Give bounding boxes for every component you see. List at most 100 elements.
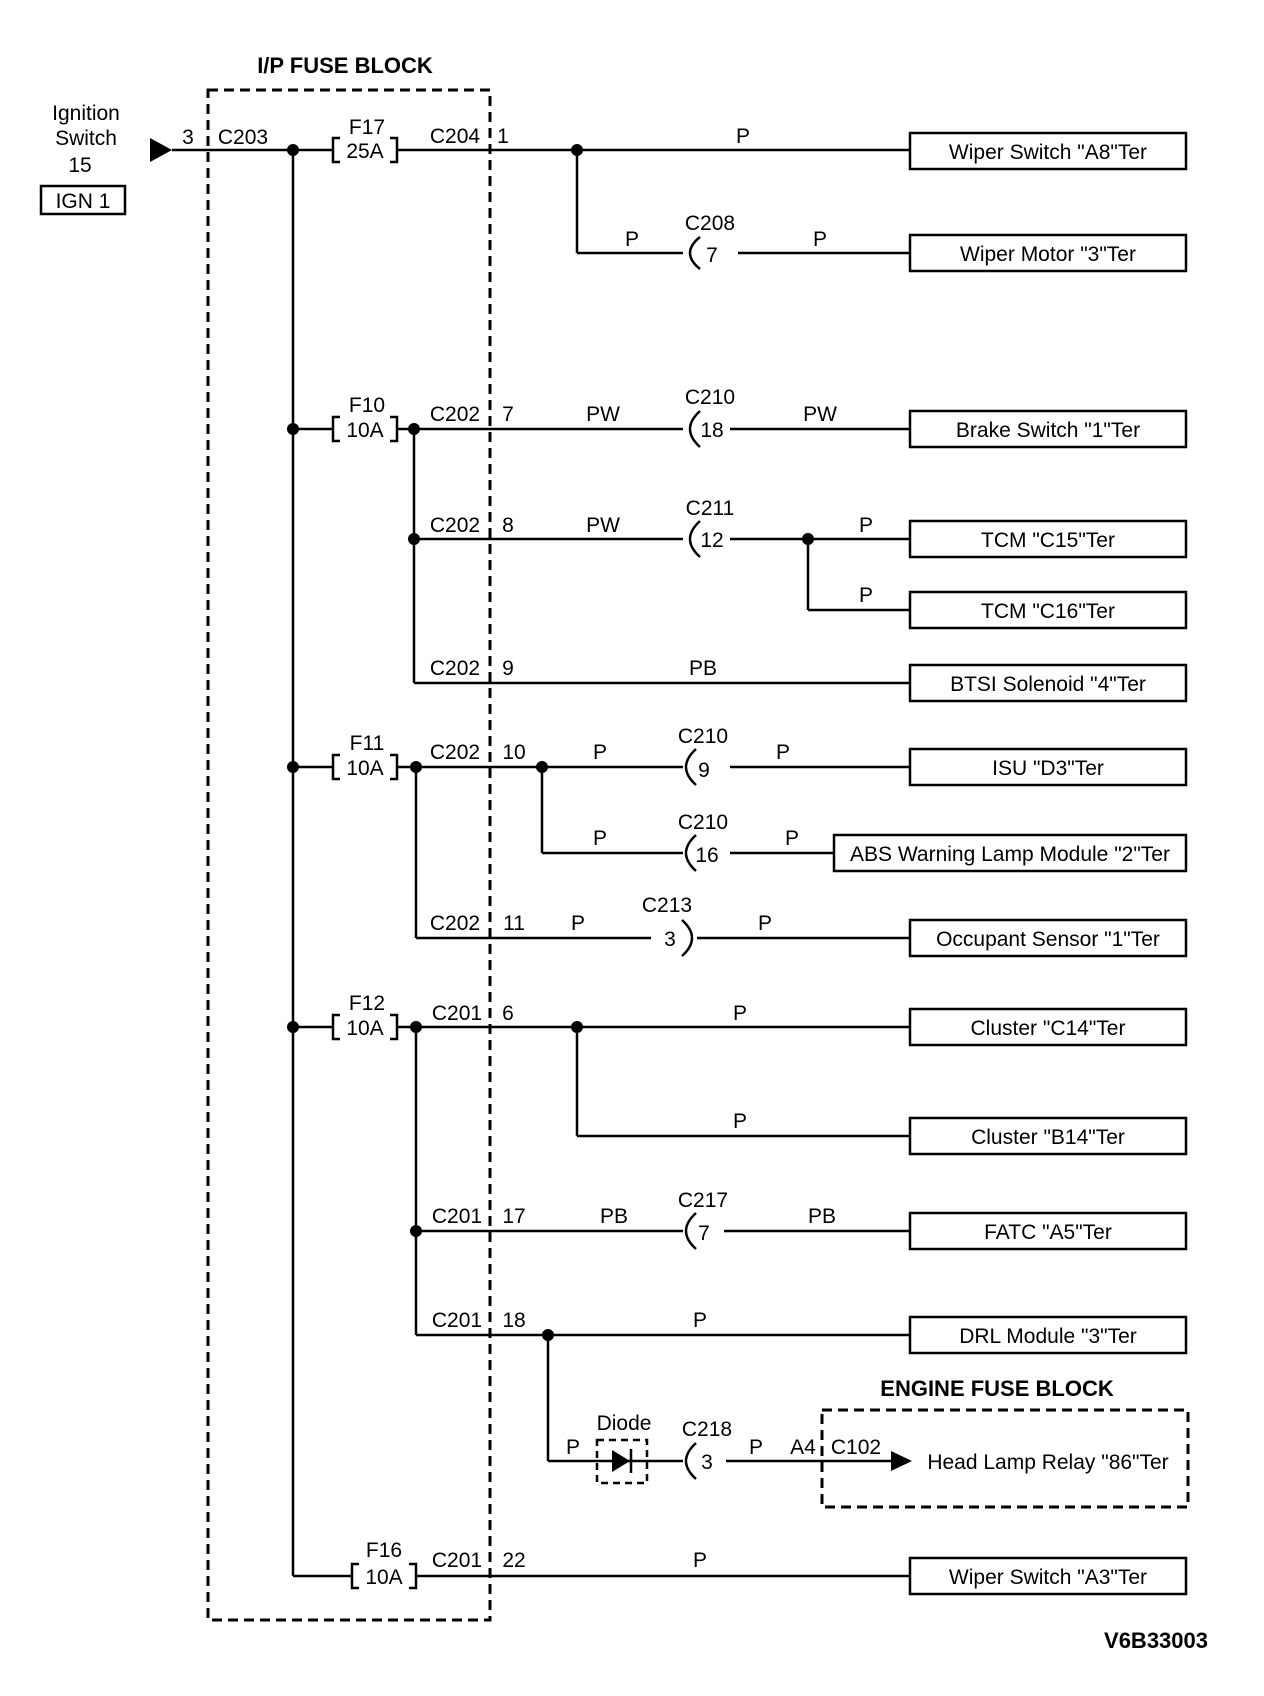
load-cluster-c14 [908,1007,1188,1047]
ign-box-label: IGN 1 [56,190,111,213]
fuse-f12-name: F12 [349,992,385,1015]
load-label: TCM "C15"Ter [981,529,1115,552]
connector-c218-symbol [684,1442,697,1480]
relay-connector: C102 [831,1436,881,1459]
fuse-f17-rating: 25A [346,140,383,163]
connector-c210-name: C210 [685,386,735,409]
pin: 18 [502,1309,525,1332]
wire-color: P [736,125,750,148]
connector-c208-name: C208 [685,212,735,235]
pin: 9 [502,657,514,680]
fuse-f16-rating: 10A [365,1566,402,1589]
load-label: DRL Module "3"Ter [959,1325,1137,1348]
pin: 7 [502,403,514,426]
load-occupant-sensor-1 [908,918,1188,958]
connector-c218-name: C218 [682,1418,732,1441]
conn-c202: C202 [430,741,480,764]
conn-c201: C201 [432,1549,482,1572]
load-fatc-a5 [908,1211,1188,1251]
load-label: Wiper Switch "A8"Ter [949,141,1147,164]
load-isu-d3 [908,747,1188,787]
wire-color: P [566,1436,580,1459]
figure-id: V6B33003 [1104,1628,1208,1653]
connector-c208-pin: 7 [706,244,718,267]
wire-color: P [813,228,827,251]
connector-c217-name: C217 [678,1189,728,1212]
load-wiper-motor-3 [908,233,1188,273]
pin: 17 [502,1205,525,1228]
fuse-f10-name: F10 [349,394,385,417]
wire-color: PB [600,1205,628,1228]
conn-c202: C202 [430,514,480,537]
wire-color: P [776,741,790,764]
wire-color: P [733,1110,747,1133]
load-label: FATC "A5"Ter [984,1221,1112,1244]
ip-fuse-block-title: I/P FUSE BLOCK [257,53,433,78]
load-abs-warning-lamp-2 [832,833,1188,873]
load-wiper-switch-a3 [908,1556,1188,1596]
wire-color: PB [808,1205,836,1228]
load-label: Head Lamp Relay "86"Ter [927,1451,1168,1474]
connector-c211-symbol [688,520,701,558]
pin: 10 [502,741,525,764]
wire-color: P [859,514,873,537]
wire-color: P [593,827,607,850]
conn-c204: C204 [430,125,481,148]
load-wiper-switch-a8 [908,131,1188,171]
wire-color: PB [689,657,717,680]
fuse-f10-rating: 10A [346,419,383,442]
fuse-f16-name: F16 [366,1539,402,1562]
ignition-label-line3: 15 [68,154,91,177]
engine-fuse-block-outline [820,1408,1190,1509]
connector-c210-name: C210 [678,811,728,834]
wire-color: PW [586,514,620,537]
load-label: Wiper Switch "A3"Ter [949,1566,1147,1589]
source-arrow-icon [150,138,172,162]
ip-fuse-block-outline [206,88,492,1622]
load-label: ABS Warning Lamp Module "2"Ter [850,843,1170,866]
load-label: Brake Switch "1"Ter [956,419,1140,442]
load-label: ISU "D3"Ter [992,757,1104,780]
pin: 6 [502,1002,514,1025]
connector-c217-symbol [684,1212,697,1250]
wire-color: PW [586,403,620,426]
wire-color: P [749,1436,763,1459]
relay-pin: A4 [790,1436,816,1459]
connector-c210-symbol [684,748,697,786]
load-drl-module-3 [908,1315,1188,1355]
engine-fuse-block-title: ENGINE FUSE BLOCK [880,1376,1114,1401]
connector-c210-symbol [688,410,701,448]
load-tcm-c15 [908,519,1188,559]
pin: 22 [502,1549,525,1572]
conn-c201: C201 [432,1002,482,1025]
fuse-f11-name: F11 [350,732,385,755]
connector-c210-name: C210 [678,725,728,748]
connector-c210-symbol [684,834,697,872]
pin: 8 [502,514,514,537]
wire-color: P [571,912,585,935]
wire-color: P [625,228,639,251]
fuse-f11-rating: 10A [346,757,383,780]
connector-c210-pin: 18 [700,419,723,442]
source-connector: C203 [218,126,268,149]
conn-c201: C201 [432,1205,482,1228]
load-cluster-b14 [908,1116,1188,1156]
ign-box [39,184,127,216]
wire-color: P [693,1309,707,1332]
connector-c213-name: C213 [642,894,692,917]
load-tcm-c16 [908,590,1188,630]
conn-c202: C202 [430,657,480,680]
fuse-f17-name: F17 [349,116,385,139]
load-brake-switch-1 [908,409,1188,449]
load-label: Occupant Sensor "1"Ter [936,928,1160,951]
load-label: BTSI Solenoid "4"Ter [950,673,1146,696]
conn-c202: C202 [430,912,480,935]
pin: 11 [503,912,525,935]
connector-c217-pin: 7 [698,1222,710,1245]
load-label: TCM "C16"Ter [981,600,1115,623]
source-pin: 3 [182,126,194,149]
load-label: Wiper Motor "3"Ter [960,243,1136,266]
diode-label: Diode [597,1412,652,1435]
